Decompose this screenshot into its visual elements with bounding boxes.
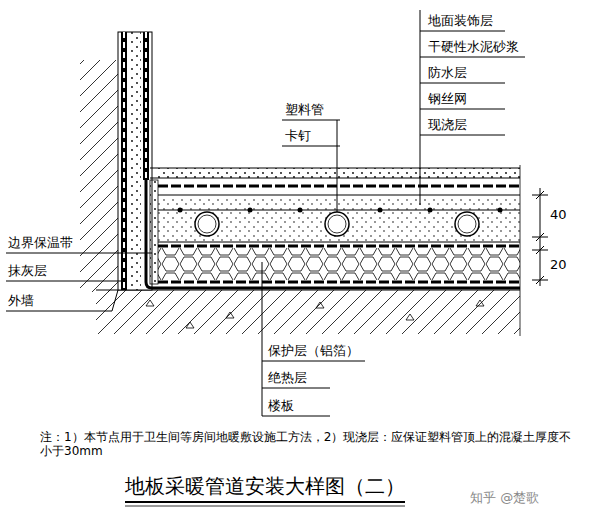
callout-label: 塑料管 bbox=[285, 102, 324, 118]
watermark: 知乎 @楚歌 bbox=[470, 490, 539, 506]
callout-label: 现浇层 bbox=[428, 117, 467, 133]
callout-label: 绝热层 bbox=[268, 370, 307, 386]
callout-label: 边界保温带 bbox=[8, 235, 73, 251]
drawing-title: 地板采暖管道安装大样图（二） bbox=[125, 474, 405, 498]
callout-label: 钢丝网 bbox=[428, 91, 467, 107]
callout-label: 保护层（铝箔） bbox=[268, 343, 359, 359]
callout-label: 40 bbox=[550, 207, 567, 223]
callout-label: 楼板 bbox=[268, 398, 294, 414]
callout-label: 防水层 bbox=[428, 65, 467, 81]
callout-label: 地面装饰层 bbox=[428, 13, 493, 29]
callout-label: 外墙 bbox=[8, 293, 34, 309]
callout-label: 抹灰层 bbox=[8, 263, 47, 279]
callout-label: 干硬性水泥砂浆 bbox=[428, 39, 519, 55]
slab-hatch bbox=[96, 290, 520, 334]
callout-label: 卡钉 bbox=[285, 128, 311, 144]
callout-label: 20 bbox=[550, 257, 567, 273]
note-text: 注：1）本节点用于卫生间等房间地暖敷设施工方法，2）现浇层：应保证塑料管顶上的混… bbox=[40, 430, 580, 459]
exterior-hatch bbox=[80, 60, 118, 292]
